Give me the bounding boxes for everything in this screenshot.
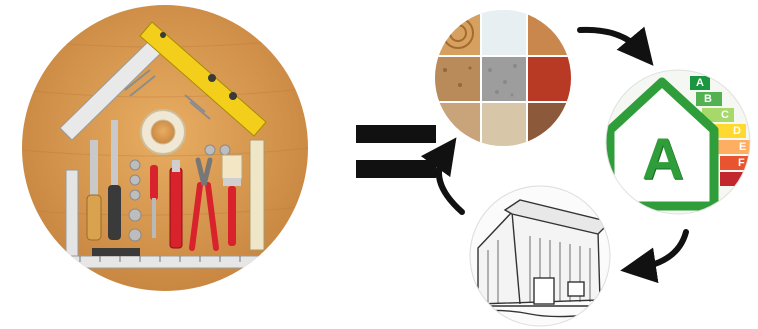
- hammer: [92, 248, 140, 256]
- energy-grade-letter: A: [628, 128, 698, 192]
- folding-ruler-left: [66, 170, 78, 260]
- energy-scale-letter-e: E: [739, 141, 746, 153]
- tools-house-photo: [20, 5, 310, 291]
- energy-scale-letter-f: F: [738, 157, 745, 169]
- arrow-label-to-barn-icon: [638, 232, 686, 268]
- tape-roll: [141, 110, 185, 154]
- floor-ruler: [62, 256, 276, 268]
- arrow-barn-to-materials-icon: [439, 152, 462, 212]
- arrow-materials-to-label-icon: [580, 30, 642, 52]
- folding-ruler-right: [250, 140, 264, 250]
- energy-scale-letter-d: D: [733, 125, 741, 137]
- barn-sketch-photo: [470, 186, 610, 326]
- materials-photo: [435, 10, 573, 148]
- utility-knife: [170, 160, 182, 248]
- energy-scale-letter-c: C: [721, 109, 729, 121]
- equals-sign: [356, 125, 436, 178]
- energy-scale-letter-a: A: [696, 77, 704, 89]
- energy-scale-letter-b: B: [704, 93, 712, 105]
